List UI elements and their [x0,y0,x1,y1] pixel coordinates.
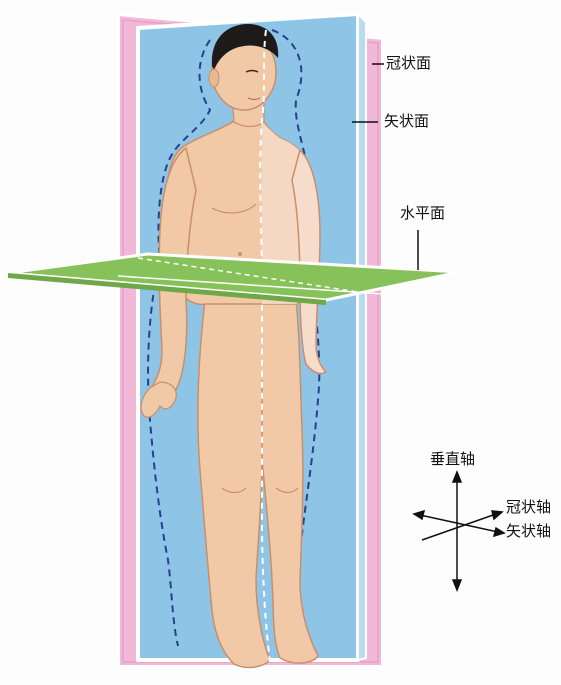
coronal-plane-label: 冠状面 [386,56,431,71]
coronal-axis-arrow-left [414,511,424,519]
coronal-axis-label: 冠状轴 [506,500,551,515]
sagittal-axis-arrow-right [492,511,502,519]
sagittal-plane-label: 矢状面 [384,114,429,129]
figure-legs [198,300,318,667]
horizontal-plane-label: 水平面 [400,206,445,221]
coronal-axis-arrow-right [494,528,504,536]
figure-ear [209,69,219,87]
sagittal-plane-rear-edge [358,14,366,660]
vertical-axis-arrow-up [453,472,461,482]
vertical-axis-arrow-down [453,580,461,590]
axes-symbol [414,472,504,590]
vertical-axis-label: 垂直轴 [430,452,475,467]
sagittal-axis-label: 矢状轴 [506,524,551,539]
figure-navel [238,252,242,256]
